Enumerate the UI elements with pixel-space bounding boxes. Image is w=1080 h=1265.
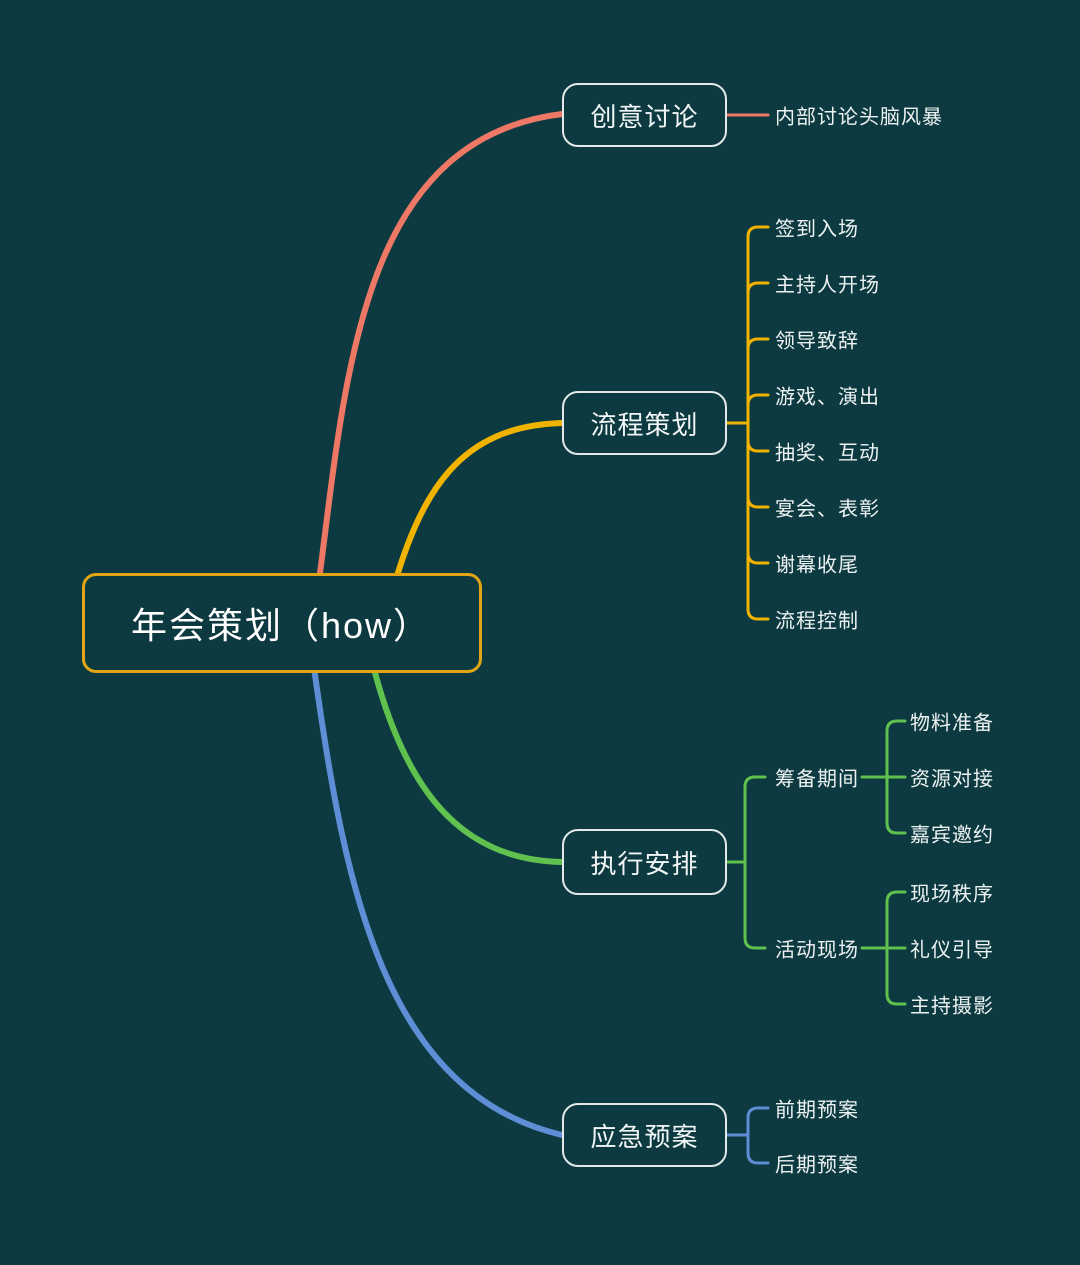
leaf-internal-brainstorm[interactable]: 内部讨论头脑风暴 (775, 106, 943, 129)
connector-elbow (746, 1106, 770, 1120)
branch-node-execution[interactable]: 执行安排 (562, 829, 727, 895)
connector-elbow (885, 890, 907, 904)
leaf-guest-invitation[interactable]: 嘉宾邀约 (910, 824, 994, 847)
connector-curve (307, 637, 565, 1138)
connector-elbow (746, 393, 770, 407)
connector-elbow (746, 281, 770, 295)
branch-connectors-execution (364, 637, 907, 1006)
leaf-early-stage-plan[interactable]: 前期预案 (775, 1099, 859, 1122)
branch-node-idea-discussion[interactable]: 创意讨论 (562, 83, 727, 147)
connector-elbow (885, 719, 907, 733)
subnode-event-site[interactable]: 活动现场 (775, 939, 859, 962)
leaf-banquet-awards[interactable]: 宴会、表彰 (775, 498, 880, 521)
connector-elbow (746, 439, 770, 453)
branch-connectors-idea-discussion (312, 111, 770, 613)
branch-node-label: 流程策划 (590, 409, 699, 440)
leaf-late-stage-plan[interactable]: 后期预案 (775, 1154, 859, 1177)
leaf-etiquette-guidance[interactable]: 礼仪引导 (910, 939, 994, 962)
leaf-leader-speech[interactable]: 领导致辞 (775, 330, 859, 353)
subnode-preparation-period[interactable]: 筹备期间 (775, 768, 859, 791)
connector-elbow (743, 936, 767, 950)
leaf-lottery-interaction[interactable]: 抽奖、互动 (775, 442, 880, 465)
leaf-material-preparation[interactable]: 物料准备 (910, 712, 994, 735)
connector-elbow (746, 607, 770, 621)
leaf-resource-docking[interactable]: 资源对接 (910, 768, 994, 791)
connector-elbow (885, 821, 907, 835)
branch-node-emergency-plan[interactable]: 应急预案 (562, 1103, 727, 1167)
leaf-site-order[interactable]: 现场秩序 (910, 883, 994, 906)
leaf-games-performance[interactable]: 游戏、演出 (775, 386, 880, 409)
connector-elbow (746, 225, 770, 239)
branch-node-label: 应急预案 (590, 1121, 699, 1152)
leaf-curtain-call[interactable]: 谢幕收尾 (775, 554, 859, 577)
branch-connectors-process-planning (387, 225, 770, 621)
connector-elbow (746, 495, 770, 509)
connector-curve (387, 420, 565, 603)
branch-node-label: 创意讨论 (590, 101, 699, 132)
leaf-process-control[interactable]: 流程控制 (775, 610, 859, 633)
branch-node-label: 执行安排 (590, 848, 699, 879)
leaf-host-photography[interactable]: 主持摄影 (910, 995, 994, 1018)
connector-curve (364, 637, 565, 865)
connector-elbow (746, 1151, 770, 1165)
connector-elbow (746, 551, 770, 565)
root-node-label: 年会策划（how） (131, 605, 432, 646)
root-node[interactable]: 年会策划（how） (82, 573, 482, 673)
branch-node-process-planning[interactable]: 流程策划 (562, 391, 727, 455)
branch-connectors-emergency-plan (307, 637, 770, 1165)
connector-elbow (885, 992, 907, 1006)
leaf-host-opening[interactable]: 主持人开场 (775, 274, 880, 297)
leaf-check-in[interactable]: 签到入场 (775, 218, 859, 241)
connector-elbow (743, 775, 767, 789)
connector-curve (312, 111, 565, 613)
connector-elbow (746, 337, 770, 351)
